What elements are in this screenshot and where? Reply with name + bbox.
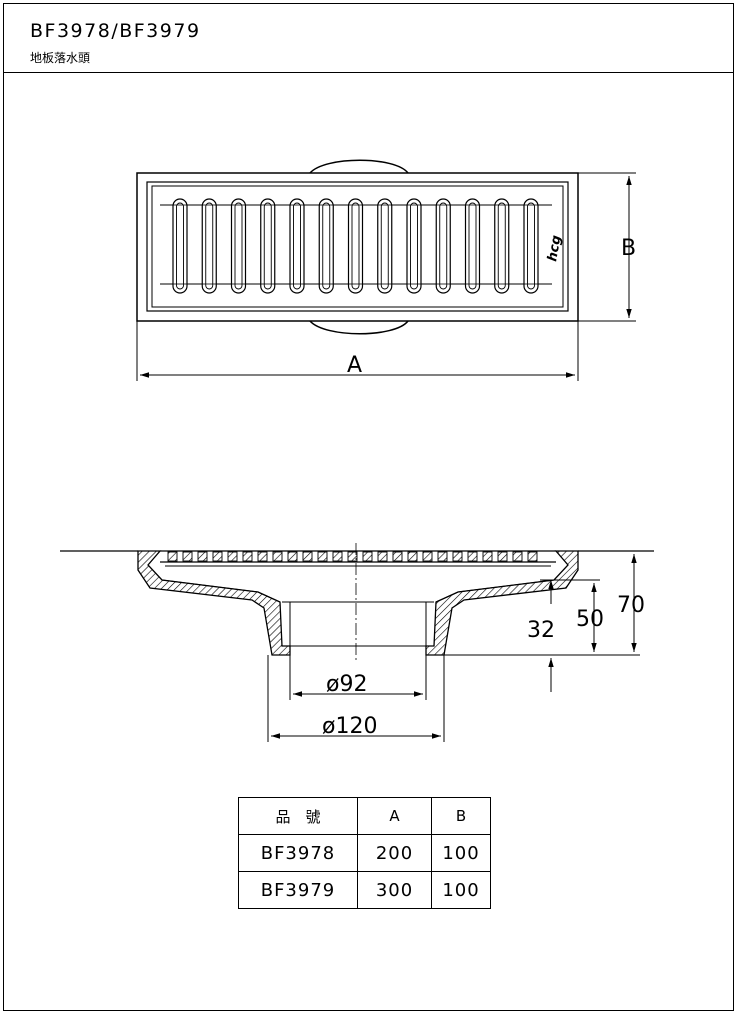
cell-a: 200 [357,834,432,872]
grate-slot [464,198,481,294]
dim-70-label: 70 [617,593,645,618]
grate-slot [494,198,510,294]
grate-slot-inner [205,202,214,290]
grate-slots [172,198,539,294]
grate-slot [201,198,217,294]
grate-bar-section [437,551,448,562]
grate-slot-inner [234,202,243,290]
grate-bar-section [347,551,358,562]
grate-slot-inner [176,202,184,290]
cell-model: BF3978 [238,834,358,872]
grate-slot [523,198,539,294]
grate-slot-inner [263,202,272,290]
model-title: BF3978/BF3979 [30,20,201,42]
grate-slot-inner [322,202,331,290]
spec-header-row: 品 號 A B [238,797,491,835]
table-row: BF3979 300 100 [238,871,491,909]
dim-b-label: B [621,236,636,261]
grate-bar-section [512,551,523,562]
cell-model: BF3979 [238,871,358,909]
grate-bar-section [182,551,193,562]
grate-inner-lip [151,185,564,308]
plan-view: hcg B A [136,159,636,381]
dim-50-label: 50 [576,607,604,632]
cell-a: 300 [357,871,432,909]
grate-bar-section [392,551,403,562]
product-subtitle: 地板落水頭 [30,51,91,65]
grate-bar-section [377,551,388,562]
dim-120-label: ø120 [322,714,377,739]
grate-bar-section [242,551,253,562]
grate-bar-section [422,551,433,562]
grate-bar-section [452,551,463,562]
grate-slot-inner [410,202,418,290]
grate-slot-inner [497,202,506,290]
header-model: 品 號 [238,797,358,835]
body-section-left [137,550,291,656]
grate-bar-section [212,551,223,562]
sheet-border [3,3,734,1011]
grate-slot [377,198,393,294]
grate-bar-section [407,551,418,562]
grate-section-bars [167,551,538,562]
grate-slot-inner [293,202,301,290]
header-b: B [431,797,491,835]
header-a: A [357,797,432,835]
body-section-right [425,550,579,656]
grate-slot-inner [439,202,448,290]
grate-slot-inner [468,202,477,290]
funnel-inner [161,579,281,603]
grate-bar-section [332,551,343,562]
grate-bar-section [302,551,313,562]
grate-bar-section [467,551,478,562]
outlet-bottom-arc [309,320,409,335]
header-divider [3,72,734,73]
dim-32-label: 32 [527,618,555,643]
grate-slot [260,198,276,294]
grate-bar-section [272,551,283,562]
grate-slot-inner [380,202,389,290]
grate-slot [289,198,305,294]
grate-bar-section [197,551,208,562]
section-view: 70 50 32 ø92 ø120 [60,543,654,742]
funnel-inner-right [435,579,555,603]
grate-bar-section [287,551,298,562]
grate-slot [435,198,451,294]
grate-slot-inner [351,202,360,290]
outlet-top-arc [309,159,409,174]
grate-slot-inner [527,202,535,290]
dim-a-label: A [347,353,362,378]
grate-bar-section [257,551,268,562]
brand-logo: hcg [545,234,564,262]
dim-92-label: ø92 [326,672,367,697]
cell-b: 100 [431,834,491,872]
grate-bar-section [527,551,538,562]
grate-slot [318,198,334,294]
grate-bar-section [167,551,178,562]
grate-slot [347,198,364,294]
grate-bar-section [317,551,328,562]
grate-bar-section [227,551,238,562]
grate-bar-section [482,551,493,562]
grate-slot [172,198,188,294]
grate-bar-section [497,551,508,562]
cell-b: 100 [431,871,491,909]
spec-table: 品 號 A B BF3978 200 100 BF3979 300 100 [238,797,491,909]
grate-inner-frame [146,181,569,312]
grate-slot [230,198,247,294]
table-row: BF3978 200 100 [238,834,491,872]
grate-bar-section [362,551,373,562]
grate-slot [406,198,422,294]
